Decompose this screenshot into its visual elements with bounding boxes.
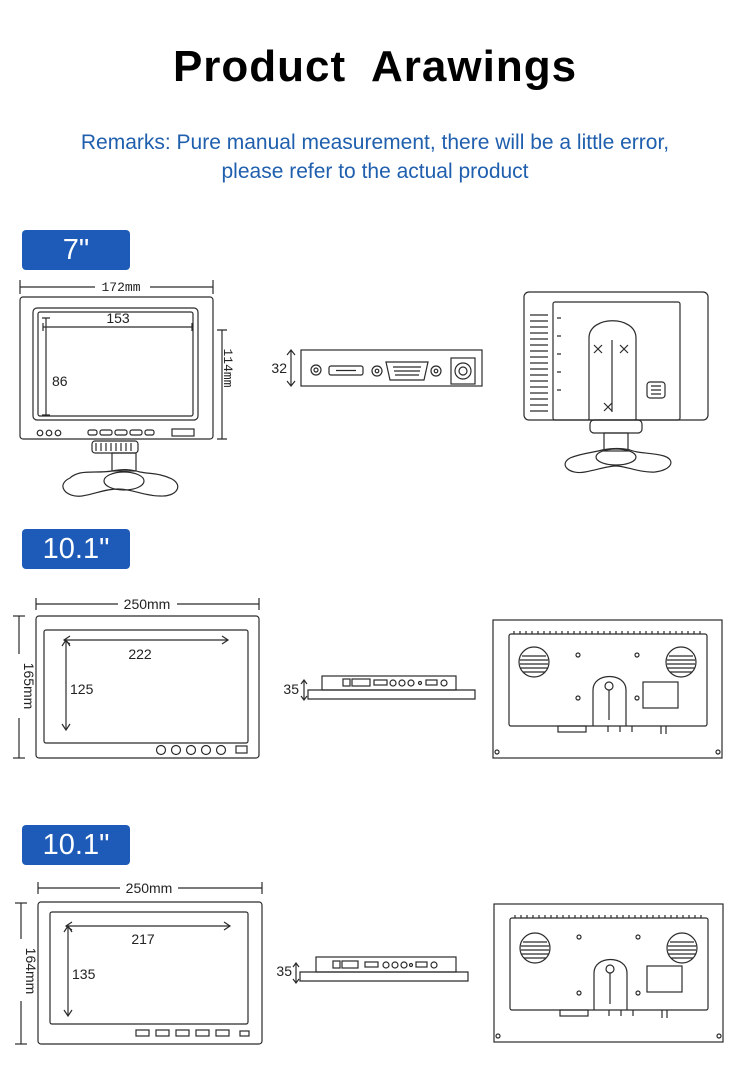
- screen-height-10in-a: 125: [70, 681, 94, 697]
- height-label-10in-b: 164mm: [23, 948, 39, 995]
- diagram-10in-a-svg: 250mm 222 125 165mm 35: [13, 596, 723, 759]
- diagram-10in-b: 250mm 217 135 164mm 35: [0, 873, 750, 1053]
- back-view-7in: [523, 291, 709, 474]
- height-label-10in-a: 165mm: [21, 663, 37, 710]
- width-label-7in: 172mm: [101, 280, 140, 295]
- depth-label-10in-b: 35: [276, 963, 292, 979]
- side-view-10in-b: [292, 956, 469, 984]
- screen-width-10in-b: 217: [131, 931, 155, 947]
- diagram-10in-a: 250mm 222 125 165mm 35: [0, 590, 750, 770]
- front-view-10in-b: [15, 882, 263, 1045]
- back-view-10in-b: [493, 903, 724, 1043]
- screen-height-10in-b: 135: [72, 966, 96, 982]
- page-title: Product Arawings: [172, 42, 578, 91]
- diagram-7in-svg: 172mm 153 86 114mm 32: [19, 280, 709, 497]
- size-badge-10in-a: 10.1": [22, 529, 130, 569]
- screen-width-7in: 153: [106, 310, 130, 326]
- screen-width-10in-a: 222: [128, 646, 152, 662]
- back-view-10in-a: [492, 619, 723, 759]
- remarks: Remarks: Pure manual measurement, there …: [0, 128, 750, 186]
- height-label-7in: 114mm: [220, 348, 235, 387]
- width-label-10in-a: 250mm: [124, 596, 171, 612]
- width-label-10in-b: 250mm: [126, 880, 173, 896]
- side-view-10in-a: [300, 675, 476, 701]
- front-view-7in: [19, 280, 227, 497]
- side-view-7in: [286, 349, 483, 387]
- remarks-line-1: Remarks: Pure manual measurement, there …: [80, 131, 670, 154]
- size-badge-7in: 7": [22, 230, 130, 270]
- diagram-7in: 172mm 153 86 114mm 32: [0, 270, 750, 510]
- depth-label-10in-a: 35: [283, 681, 299, 697]
- screen-height-7in: 86: [52, 373, 68, 389]
- remarks-line-2: please refer to the actual product: [221, 160, 529, 183]
- front-view-10in-a: [13, 598, 260, 759]
- size-badge-10in-b: 10.1": [22, 825, 130, 865]
- depth-label-7in: 32: [271, 360, 287, 376]
- diagram-10in-b-svg: 250mm 217 135 164mm 35: [15, 880, 724, 1045]
